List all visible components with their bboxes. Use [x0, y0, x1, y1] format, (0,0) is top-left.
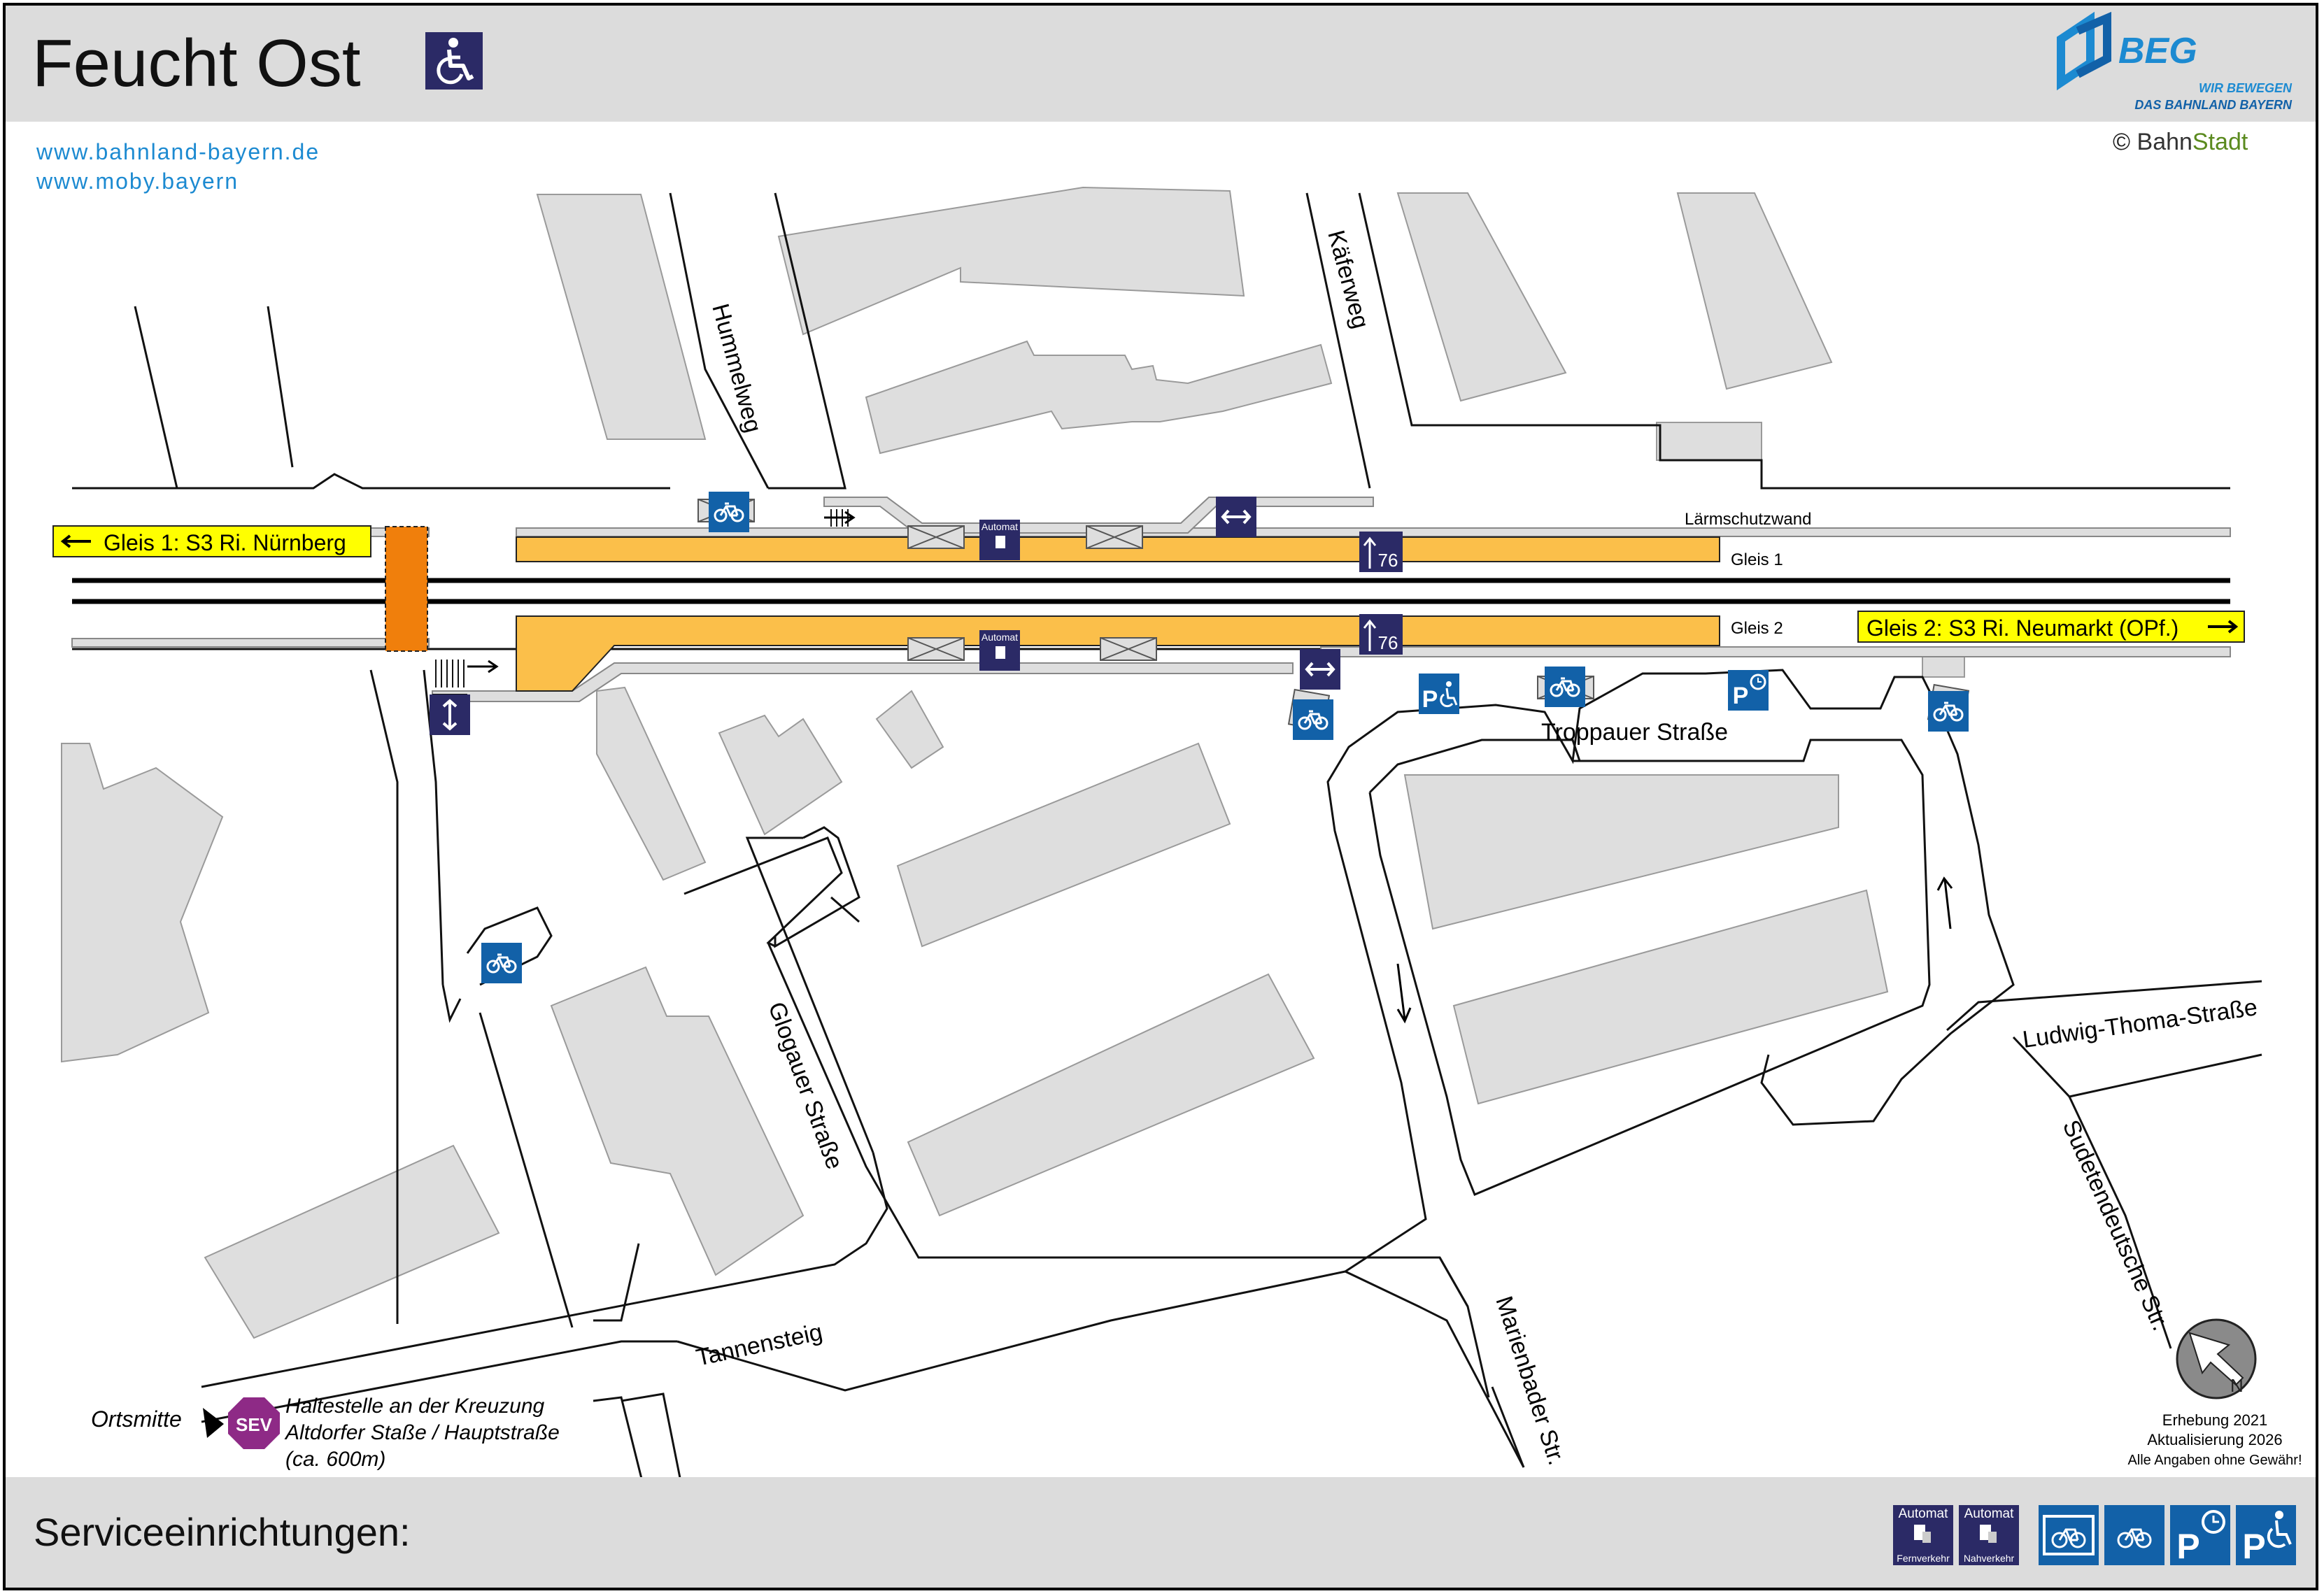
logo-tagline-1: WIR BEWEGEN — [2199, 81, 2293, 95]
bike-parking-icon — [1287, 688, 1333, 740]
legend-fernverkehr-label: Fernverkehr — [1897, 1553, 1950, 1564]
survey-line-3: Alle Angaben ohne Gewähr! — [2127, 1453, 2302, 1468]
one-way-arrow-down — [1396, 963, 1412, 1024]
ortsmitte-label: Ortsmitte — [91, 1406, 182, 1432]
svg-text:Automat: Automat — [982, 632, 1018, 643]
sev-area: Ortsmitte SEV Haltestelle an der Kreuzun… — [91, 1395, 560, 1471]
wheelchair-icon — [425, 32, 483, 90]
services-title: Serviceeinrichtungen: — [34, 1510, 411, 1554]
direction-sign-gleis-2: Gleis 2: S3 Ri. Neumarkt (OPf.) — [1857, 611, 2245, 643]
platform-height-icon: 76 — [1359, 614, 1403, 655]
legend-automat-label: Automat — [1898, 1506, 1948, 1521]
services-legend: Automat Fernverkehr Automat Nahverkehr P — [1893, 1505, 2296, 1568]
bike-parking-icon — [709, 492, 749, 532]
legend-automat-label: Automat — [1964, 1506, 2014, 1521]
survey-line-1: Erhebung 2021 — [2162, 1411, 2267, 1429]
park-and-ride-timed-icon: P — [1728, 670, 1769, 711]
sev-text-line-3: (ca. 600m) — [285, 1448, 385, 1471]
disabled-parking-icon: P — [2236, 1505, 2296, 1566]
svg-text:Gleis 1: S3 Ri. Nürnberg: Gleis 1: S3 Ri. Nürnberg — [104, 530, 346, 555]
link-bahnland-bayern[interactable]: www.bahnland-bayern.de — [36, 139, 320, 164]
rail-tracks — [72, 578, 2230, 604]
elevator-icon — [430, 694, 470, 735]
logo-tagline-2: DAS BAHNLAND BAYERN — [2134, 98, 2293, 112]
shelter-gleis-1-b — [1086, 525, 1143, 549]
svg-text:P: P — [2176, 1527, 2199, 1565]
sev-text-line-2: Altdorfer Staße / Hauptstraße — [284, 1421, 560, 1444]
stair-arrow-2 — [467, 660, 499, 674]
noise-wall-label: Lärmschutzwand — [1685, 510, 1811, 529]
park-and-ride-timed-icon: P — [2170, 1505, 2230, 1566]
bike-parking-icon — [481, 943, 522, 983]
ticket-machine-icon: Automat — [979, 630, 1020, 671]
street-label-sudetendeutsche: Sudetendeutsche Str. — [2057, 1116, 2174, 1334]
gleis-2-label: Gleis 2 — [1731, 619, 1783, 638]
elevator-icon — [1300, 649, 1340, 690]
svg-text:Automat: Automat — [982, 521, 1018, 532]
svg-text:P: P — [1733, 683, 1749, 709]
north-arrow-icon: N — [2176, 1318, 2257, 1399]
underpass-stairs — [385, 526, 428, 652]
logo-brand-text: BEG — [2118, 31, 2197, 71]
svg-text:Gleis 2: S3 Ri. Neumarkt (OPf.: Gleis 2: S3 Ri. Neumarkt (OPf.) — [1866, 615, 2178, 641]
svg-text:76: 76 — [1378, 550, 1398, 571]
svg-text:N: N — [2230, 1375, 2244, 1396]
one-way-arrow-up — [1936, 876, 1953, 929]
elevator-icon — [1216, 497, 1256, 537]
legend-nahverkehr-label: Nahverkehr — [1963, 1553, 2015, 1564]
station-title: Feucht Ost — [32, 26, 361, 101]
street-label-marienbader: Marienbader Str. — [1490, 1293, 1570, 1469]
platform-gleis-1 — [516, 536, 1720, 562]
street-label-ludwig-thoma: Ludwig-Thoma-Straße — [2021, 994, 2259, 1053]
svg-text:P: P — [1422, 686, 1438, 713]
link-moby-bayern[interactable]: www.moby.bayern — [36, 169, 239, 194]
street-label-hummelweg: Hummelweg — [707, 301, 767, 435]
bike-parking-icon — [1927, 683, 1970, 732]
svg-text:76: 76 — [1378, 632, 1398, 653]
ortsmitte-arrow — [203, 1408, 224, 1438]
ticket-machine-icon: Automat Nahverkehr — [1959, 1505, 2019, 1565]
shelter-gleis-1-a — [907, 525, 965, 549]
buildings — [61, 186, 1965, 1339]
sev-text-line-1: Haltestelle an der Kreuzung — [285, 1395, 545, 1418]
ticket-machine-icon: Automat — [979, 520, 1020, 560]
bike-parking-covered-icon — [2039, 1505, 2099, 1565]
gleis-1-label: Gleis 1 — [1731, 550, 1783, 569]
direction-sign-gleis-1: Gleis 1: S3 Ri. Nürnberg — [52, 525, 371, 557]
beg-logo: BEG WIR BEWEGEN DAS BAHNLAND BAYERN — [2048, 10, 2300, 122]
bike-parking-icon — [2104, 1505, 2164, 1565]
copyright-bahn: Bahn — [2137, 129, 2192, 155]
map-frame: Feucht Ost BEG WIR BEWEGEN DAS BAHNLAND … — [3, 3, 2318, 1590]
copyright-symbol: © — [2113, 129, 2131, 155]
street-label-troppauer: Troppauer Straße — [1541, 719, 1728, 746]
platform-height-icon: 76 — [1359, 532, 1403, 572]
street-label-tannensteig: Tannensteig — [694, 1319, 825, 1371]
survey-line-2: Aktualisierung 2026 — [2147, 1431, 2282, 1448]
platform-gleis-2 — [516, 615, 1720, 692]
street-label-kaeferweg: Käferweg — [1322, 227, 1374, 332]
shelter-gleis-2-a — [907, 637, 965, 661]
stair-arrow-1 — [824, 511, 856, 525]
ticket-machine-icon: Automat Fernverkehr — [1893, 1505, 1953, 1565]
copyright-bahnstadt: © BahnStadt — [2113, 129, 2248, 156]
svg-text:SEV: SEV — [236, 1414, 273, 1435]
bike-parking-icon — [1545, 667, 1585, 707]
header-bar — [6, 6, 2316, 122]
station-map: Automat Automat 76 76 P P — [52, 186, 2302, 1482]
sev-badge-icon — [228, 1397, 280, 1449]
shelter-gleis-2-b — [1100, 637, 1157, 661]
disabled-parking-icon: P — [1419, 674, 1459, 714]
copyright-stadt: Stadt — [2192, 129, 2248, 155]
svg-text:P: P — [2242, 1527, 2265, 1565]
web-links: www.bahnland-bayern.de www.moby.bayern — [36, 137, 320, 196]
street-label-glogauer: Glogauer Straße — [763, 999, 848, 1173]
